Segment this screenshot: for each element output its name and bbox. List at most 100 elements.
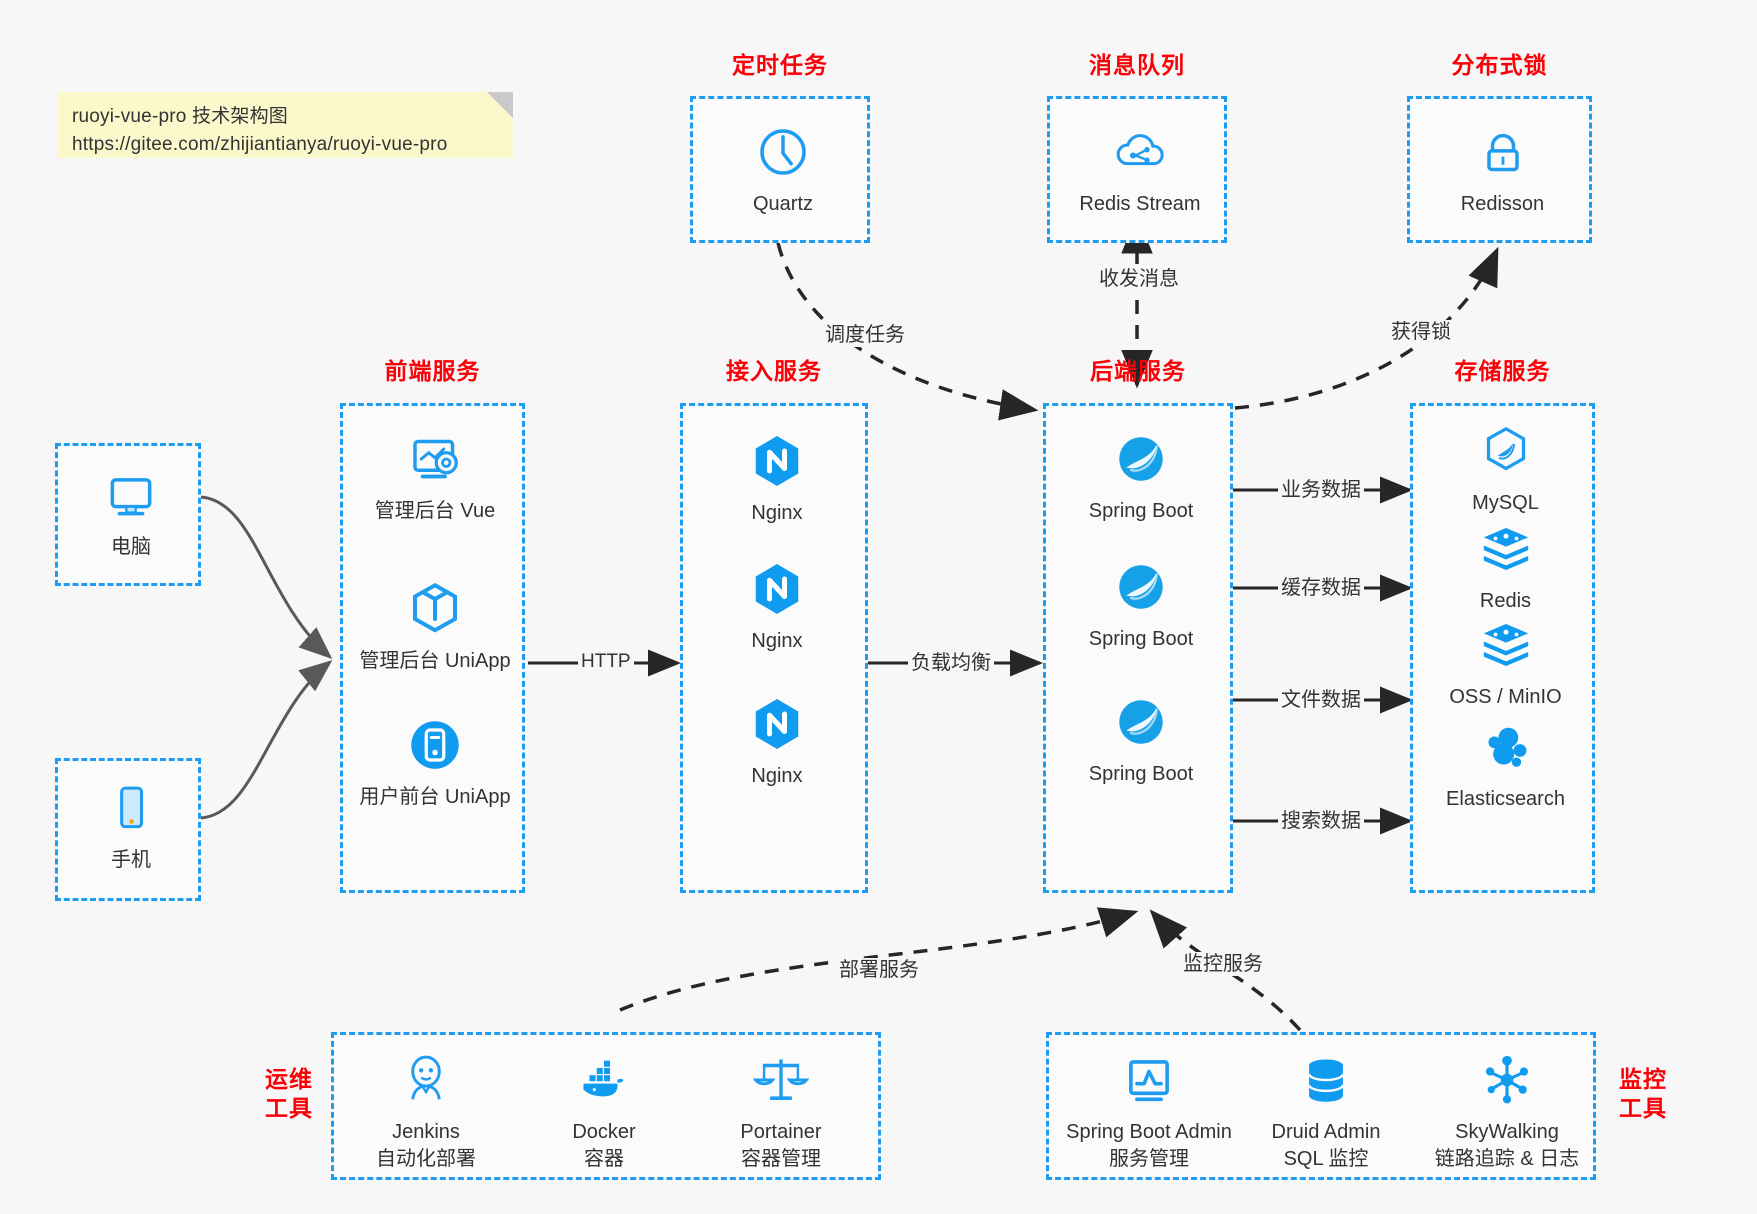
node-label: Spring Boot [1088,763,1194,785]
cube-icon [335,578,535,640]
desktop-icon [58,464,204,526]
scales-icon [696,1049,866,1111]
node-name: Portainer [740,1121,822,1143]
group-box-lock[interactable]: Redisson [1407,96,1592,243]
node-admin-vue[interactable]: 管理后台 Vue [335,428,535,524]
group-title-backend: 后端服务 [1090,358,1186,384]
node-desktop[interactable]: 电脑 [58,464,204,560]
database-icon [1241,1049,1411,1111]
group-box-monitor[interactable]: Spring Boot Admin 服务管理 Druid Admin SQL 监… [1046,1032,1596,1180]
group-box-device-desktop[interactable]: 电脑 [55,443,201,586]
group-title-devops-line1: 运维 [265,1066,313,1092]
node-nginx-3[interactable]: Nginx [683,693,871,789]
edge-label-business-data: 业务数据 [1278,478,1364,502]
group-title-lock: 分布式锁 [1451,52,1548,78]
group-title-monitor-line1: 监控 [1619,1066,1667,1092]
node-spring-boot-2[interactable]: Spring Boot [1046,556,1236,652]
node-elasticsearch[interactable]: Elasticsearch [1403,716,1608,812]
node-redis-stream[interactable]: Redis Stream [1050,121,1230,217]
node-spring-boot-admin[interactable]: Spring Boot Admin 服务管理 [1044,1049,1254,1173]
node-label: Spring Boot [1088,500,1194,522]
node-name: Spring Boot Admin [1066,1121,1232,1143]
dashboard-gear-icon [335,428,535,490]
node-label: Nginx [751,765,803,787]
group-box-schedule[interactable]: Quartz [690,96,870,243]
node-docker[interactable]: Docker 容器 [524,1049,684,1173]
group-title-gateway: 接入服务 [726,358,822,384]
node-label: 电脑 [111,536,151,558]
node-label: 用户前台 UniApp [359,786,511,808]
node-desc: 容器管理 [741,1148,821,1170]
node-label: 手机 [111,849,151,871]
node-redis[interactable]: Redis [1403,518,1608,614]
lock-icon [1410,121,1595,183]
cloud-stream-icon [1050,121,1230,183]
node-quartz[interactable]: Quartz [693,121,873,217]
node-desc: 容器 [584,1148,624,1170]
node-desc: 链路追踪 & 日志 [1434,1148,1580,1170]
group-box-devops[interactable]: Jenkins 自动化部署 Docker 容器 [331,1032,881,1180]
note-fold-corner [487,92,513,118]
docker-icon [524,1049,684,1111]
node-jenkins[interactable]: Jenkins 自动化部署 [346,1049,506,1173]
edge-label-file-data: 文件数据 [1278,688,1364,712]
group-box-mq[interactable]: Redis Stream [1047,96,1227,243]
node-label: 管理后台 Vue [374,500,496,522]
node-spring-boot-3[interactable]: Spring Boot [1046,691,1236,787]
group-title-frontend: 前端服务 [384,358,481,384]
redis-icon [1403,518,1608,580]
node-name: Druid Admin [1271,1121,1381,1143]
skywalking-icon [1407,1049,1607,1111]
node-label: Elasticsearch [1446,788,1565,810]
node-label: MySQL [1472,492,1539,514]
group-title-storage: 存储服务 [1454,358,1551,384]
node-redisson[interactable]: Redisson [1410,121,1595,217]
note-callout: ruoyi-vue-pro 技术架构图 https://gitee.com/zh… [58,92,513,158]
node-admin-uniapp[interactable]: 管理后台 UniApp [335,578,535,674]
elasticsearch-icon [1403,716,1608,778]
spring-boot-icon [1046,556,1236,618]
node-label: Redis [1479,590,1532,612]
node-desc: 自动化部署 [376,1148,476,1170]
node-nginx-2[interactable]: Nginx [683,558,871,654]
node-oss-minio[interactable]: OSS / MinIO [1403,614,1608,710]
edge-label-cache-data: 缓存数据 [1278,576,1364,600]
node-druid-admin[interactable]: Druid Admin SQL 监控 [1241,1049,1411,1173]
node-desc: 服务管理 [1109,1148,1189,1170]
mysql-icon [1403,420,1608,482]
group-title-devops: 运维 工具 [255,1065,323,1123]
edge-label-search-data: 搜索数据 [1278,809,1364,833]
node-label: Nginx [751,630,803,652]
edge-label-http: HTTP [578,651,634,674]
nginx-icon [683,430,871,492]
spring-boot-icon [1046,428,1236,490]
group-title-schedule: 定时任务 [732,52,828,78]
nginx-icon [683,693,871,755]
node-skywalking[interactable]: SkyWalking 链路追踪 & 日志 [1407,1049,1607,1173]
edge-label-load-balance: 负载均衡 [908,651,994,675]
node-nginx-1[interactable]: Nginx [683,430,871,526]
node-mobile[interactable]: 手机 [58,777,204,873]
group-title-devops-line2: 工具 [265,1094,313,1121]
group-box-storage[interactable]: MySQL Redis [1410,403,1595,893]
edge-label-monitor-service: 监控服务 [1180,952,1266,976]
node-label: Redisson [1460,193,1545,215]
node-portainer[interactable]: Portainer 容器管理 [696,1049,866,1173]
monitor-chart-icon [1044,1049,1254,1111]
node-spring-boot-1[interactable]: Spring Boot [1046,428,1236,524]
node-mysql[interactable]: MySQL [1403,420,1608,516]
edge-label-schedule-task: 调度任务 [822,323,908,347]
node-name: Jenkins [392,1121,460,1143]
group-box-backend[interactable]: Spring Boot Spring Boot Spring Boot [1043,403,1233,893]
node-label: Redis Stream [1079,193,1201,215]
group-box-device-mobile[interactable]: 手机 [55,758,201,901]
spring-boot-icon [1046,691,1236,753]
note-line-2: https://gitee.com/zhijiantianya/ruoyi-vu… [72,133,448,155]
group-box-gateway[interactable]: Nginx Nginx Nginx [680,403,868,893]
node-name: SkyWalking [1455,1121,1559,1143]
node-user-uniapp[interactable]: 用户前台 UniApp [335,714,535,810]
node-desc: SQL 监控 [1283,1148,1369,1170]
group-box-frontend[interactable]: 管理后台 Vue 管理后台 UniApp 用户前台 UniApp [340,403,525,893]
jenkins-icon [346,1049,506,1111]
phone-circle-icon [335,714,535,776]
